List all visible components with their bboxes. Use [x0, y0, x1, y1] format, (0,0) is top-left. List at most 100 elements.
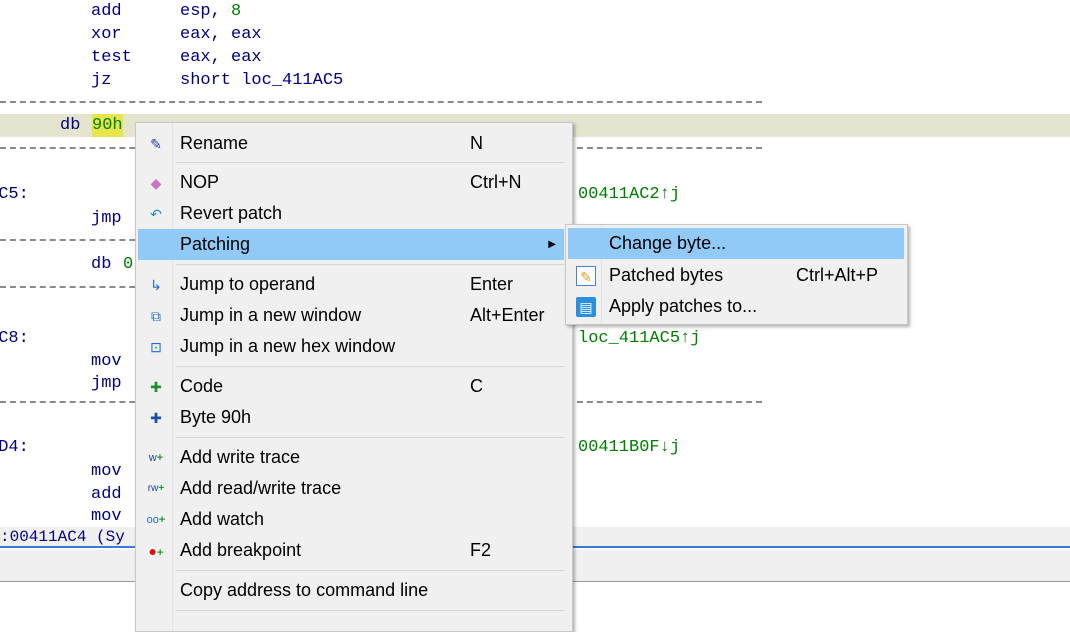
menu-label: Byte 90h	[180, 407, 252, 427]
icon-column	[172, 123, 173, 631]
menu-separator	[176, 162, 564, 163]
operand: 0	[123, 255, 134, 274]
code-line[interactable]: test eax, eax	[0, 46, 1070, 69]
mnemonic: jmp	[91, 209, 122, 228]
menu-label: Change byte...	[609, 233, 727, 253]
rename-icon: ✎	[150, 136, 162, 152]
write-trace-icon: w+	[148, 452, 164, 464]
code-line[interactable]: add	[0, 483, 1070, 506]
code-line[interactable]: jmp	[0, 372, 1070, 395]
jump-window-icon: ⧉	[151, 308, 161, 324]
menu-shortcut: N	[470, 133, 483, 153]
menu-label: Revert patch	[180, 203, 283, 223]
code-icon: ✚	[150, 379, 162, 395]
menu-label: Add watch	[180, 509, 265, 529]
mnemonic: db	[91, 255, 112, 274]
floppy-icon: ▤	[576, 297, 596, 317]
data-icon: ✚	[150, 410, 162, 426]
menu-separator	[176, 610, 564, 611]
menu-separator	[176, 570, 564, 571]
menu-shortcut: C	[470, 376, 483, 396]
code-label-line[interactable]: AC8:loc_411AC5↑j	[0, 327, 1070, 350]
menu-item-nop[interactable]: ◆ NOP Ctrl+N	[138, 167, 564, 198]
operand: eax, eax	[180, 25, 262, 44]
operand: esp, 8	[180, 0, 241, 23]
menu-label: Code	[180, 376, 224, 396]
menu-label: Jump in a new hex window	[180, 336, 396, 356]
icon-column	[601, 225, 602, 324]
menu-label: Add breakpoint	[180, 540, 302, 560]
status-extra: (Sy	[96, 528, 125, 546]
menu-item-patching[interactable]: Patching▶	[138, 229, 564, 260]
mnemonic: jmp	[91, 374, 122, 393]
menu-item-apply-patches[interactable]: ▤ Apply patches to...	[568, 291, 904, 322]
menu-label: Add write trace	[180, 447, 301, 467]
eraser-icon: ◆	[150, 175, 162, 191]
jump-hex-icon: ⊡	[150, 339, 162, 355]
menu-item-add-watch[interactable]: oo+ Add watch	[138, 504, 564, 535]
menu-label: Jump in a new window	[180, 305, 362, 325]
xref-comment[interactable]: 00411AC2↑j	[578, 185, 681, 204]
jump-icon: ↳	[150, 277, 162, 293]
operand: short loc_411AC5	[180, 71, 344, 90]
menu-separator	[176, 264, 564, 265]
menu-item-copy-address[interactable]: Copy address to command line	[138, 575, 564, 606]
mnemonic: mov	[91, 352, 122, 371]
menu-label: Add read/write trace	[180, 478, 342, 498]
menu-label: Patching	[180, 234, 251, 254]
code-line[interactable]: mov	[0, 350, 1070, 373]
menu-item-byte[interactable]: ✚ Byte 90h	[138, 402, 564, 433]
code-line[interactable]: jmp	[0, 207, 1070, 230]
code-line[interactable]: mov	[0, 505, 1070, 528]
code-label-line[interactable]: AD4: 00411B0F↓j	[0, 436, 1070, 459]
operand-text: esp,	[180, 2, 232, 21]
menu-item-jump-new-hex-window[interactable]: ⊡ Jump in a new hex window	[138, 331, 564, 362]
menu-label: Patched bytes	[609, 265, 724, 285]
mnemonic: test	[91, 48, 132, 67]
revert-icon: ↶	[150, 206, 162, 222]
mnemonic: xor	[91, 25, 122, 44]
watch-icon: oo+	[146, 514, 166, 526]
menu-item-change-byte[interactable]: Change byte...	[568, 228, 904, 259]
menu-shortcut: Alt+Enter	[470, 305, 545, 325]
menu-item-add-breakpoint[interactable]: ●+ Add breakpoint F2	[138, 535, 564, 566]
label: AD4:	[0, 438, 29, 457]
menu-shortcut: F2	[470, 540, 492, 560]
menu-item-add-write-trace[interactable]: w+ Add write trace	[138, 442, 564, 473]
code-line[interactable]: add esp, 8	[0, 0, 1070, 23]
menu-item-rename[interactable]: ✎ Rename N	[138, 128, 564, 159]
pencil-icon: ✎	[576, 266, 596, 286]
menu-item-add-rw-trace[interactable]: rw+ Add read/write trace	[138, 473, 564, 504]
mnemonic: add	[91, 485, 122, 504]
menu-label: Rename	[180, 133, 249, 153]
label: AC5:	[0, 185, 29, 204]
status-address: :00411AC4	[0, 528, 87, 546]
xref-comment[interactable]: 00411B0F↓j	[578, 438, 681, 457]
code-line[interactable]: mov	[0, 460, 1070, 483]
menu-item-patched-bytes[interactable]: ✎ Patched bytes Ctrl+Alt+P	[568, 260, 904, 291]
menu-shortcut: Ctrl+Alt+P	[796, 265, 879, 285]
operand-number: 8	[231, 2, 242, 21]
code-line[interactable]: db 0	[0, 253, 1070, 276]
mnemonic: add	[91, 2, 122, 21]
menu-item-code[interactable]: ✚ Code C	[138, 371, 564, 402]
menu-label: NOP	[180, 172, 220, 192]
xref-comment[interactable]: loc_411AC5↑j	[578, 329, 701, 348]
menu-separator	[176, 437, 564, 438]
menu-shortcut: Enter	[470, 274, 514, 294]
breakpoint-icon: ●+	[148, 543, 164, 559]
menu-label: Apply patches to...	[609, 296, 758, 316]
menu-shortcut: Ctrl+N	[470, 172, 522, 192]
menu-separator	[176, 366, 564, 367]
operand: eax, eax	[180, 48, 262, 67]
code-line[interactable]: xor eax, eax	[0, 23, 1070, 46]
context-menu: ✎ Rename N ◆ NOP Ctrl+N ↶ Revert patch Patchi…	[135, 122, 573, 632]
code-label-line[interactable]: AC5: 00411AC2↑j	[0, 183, 1070, 206]
menu-item-jump-new-window[interactable]: ⧉ Jump in a new window Alt+Enter	[138, 300, 564, 331]
menu-label: Copy address to command line	[180, 580, 429, 600]
rw-trace-icon: rw+	[147, 483, 165, 494]
menu-item-revert-patch[interactable]: ↶ Revert patch	[138, 198, 564, 229]
